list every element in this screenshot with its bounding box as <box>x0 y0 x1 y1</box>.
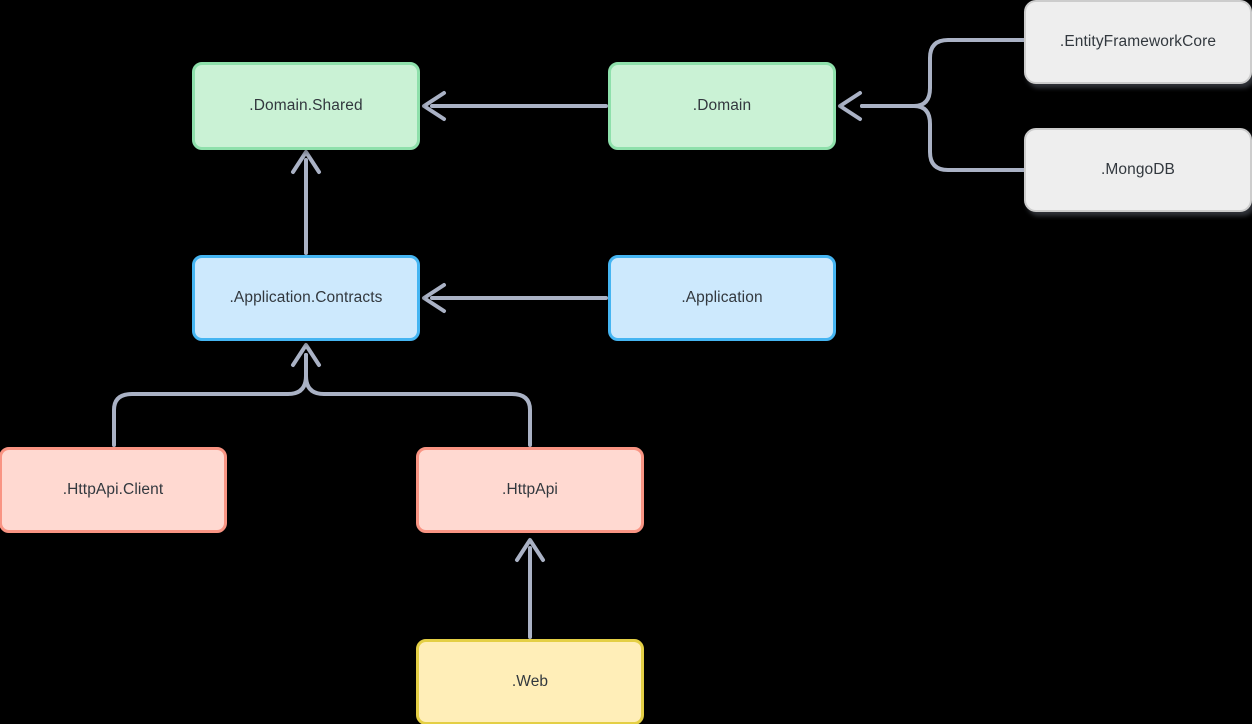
arrowhead-presentation-to-application-contracts <box>291 343 321 367</box>
node-application-contracts[interactable]: .Application.Contracts <box>192 255 420 341</box>
arrowhead-infrastructure-to-domain <box>838 91 862 121</box>
node-label-httpapi-client: .HttpApi.Client <box>62 480 164 498</box>
node-label-application-contracts: .Application.Contracts <box>229 288 383 306</box>
edge-httpapi-client-to-application-contracts <box>112 353 308 447</box>
node-httpapi-client[interactable]: .HttpApi.Client <box>0 447 227 533</box>
node-label-domain-shared: .Domain.Shared <box>249 96 363 114</box>
edge-mongodb-to-domain <box>860 104 1026 172</box>
node-label-application: .Application <box>681 288 763 306</box>
node-label-domain: .Domain <box>692 96 752 114</box>
node-label-mongodb: .MongoDB <box>1100 160 1176 178</box>
node-label-httpapi: .HttpApi <box>502 480 558 498</box>
node-entity-framework-core[interactable]: .EntityFrameworkCore <box>1024 0 1252 84</box>
node-label-entity-framework-core: .EntityFrameworkCore <box>1059 32 1217 50</box>
edge-httpapi-to-application-contracts <box>304 353 532 447</box>
node-httpapi[interactable]: .HttpApi <box>416 447 644 533</box>
arrowhead-application-contracts-to-domain-shared <box>291 150 321 174</box>
node-domain[interactable]: .Domain <box>608 62 836 150</box>
arrowhead-web-to-httpapi <box>515 538 545 562</box>
node-web[interactable]: .Web <box>416 639 644 724</box>
edge-efcore-to-domain <box>860 38 1026 108</box>
arrowhead-domain-to-domain-shared <box>422 91 446 121</box>
node-domain-shared[interactable]: .Domain.Shared <box>192 62 420 150</box>
node-label-web: .Web <box>511 672 549 690</box>
node-application[interactable]: .Application <box>608 255 836 341</box>
arrowhead-application-to-application-contracts <box>422 283 446 313</box>
node-mongodb[interactable]: .MongoDB <box>1024 128 1252 212</box>
